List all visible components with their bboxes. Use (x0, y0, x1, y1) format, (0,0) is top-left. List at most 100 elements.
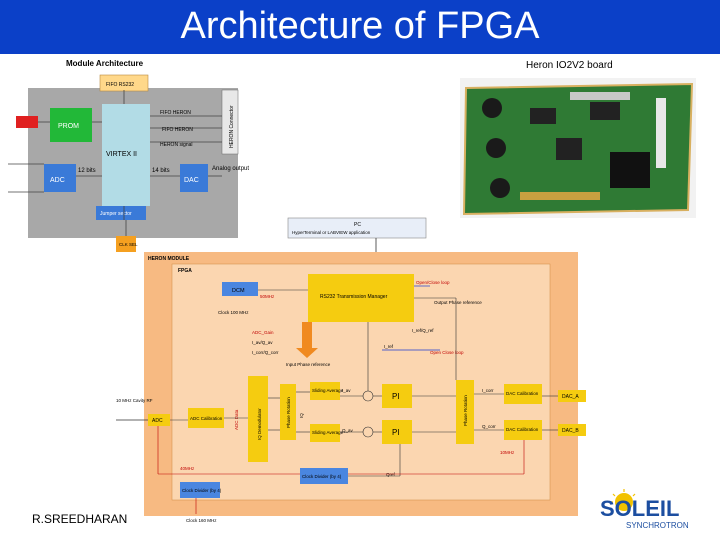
clock-divider2-block (180, 482, 220, 498)
clock-50-label: 50MHz (260, 294, 275, 299)
jumper-block (96, 206, 146, 220)
mhz-40-label: 40MHz (180, 466, 195, 471)
adc-label: ADC (50, 177, 65, 184)
dac-cal1-block (504, 384, 542, 404)
adc-block (44, 164, 76, 192)
title-bar (0, 0, 720, 54)
dac-cal1-label: DAC Calibration (506, 391, 539, 396)
prom-label: PROM (58, 123, 79, 130)
pc-title: PC (354, 222, 361, 228)
bits-12-label: 12 bits (78, 168, 96, 174)
dac-b-label: DAC_B (562, 428, 579, 434)
analog-output-label: Analog output (212, 166, 249, 172)
sum-node-2 (362, 426, 374, 438)
soleil-logo: SOLEIL SYNCHROTRON (600, 489, 689, 530)
open-close-loop-label: Open/Close loop (416, 280, 450, 285)
heron-signal-label: HERON signal (160, 142, 193, 148)
dac-a-box (558, 390, 586, 402)
slide-title: Architecture of FPGA (180, 5, 540, 47)
rs232-label: RS232 Transmission Manager (320, 294, 388, 300)
q-corr-label: Q_corr (482, 424, 496, 429)
rf-in-label: 10 MHz Cavity RF (116, 398, 153, 403)
iq-demod-label: IQ Demodulator (257, 408, 262, 440)
fifo-heron-label-2: FIFO HERON (162, 127, 193, 133)
phase-rot2-block (456, 380, 474, 444)
mhz-10-label: 10MHz (500, 450, 515, 455)
iq-demod-block (248, 376, 268, 462)
fpga-label: FPGA (178, 268, 192, 274)
sliding1-block (310, 382, 340, 400)
logo-subtitle: SYNCHROTRON (626, 521, 689, 530)
red-clock-lines (157, 426, 525, 514)
dac-a-label: DAC_A (562, 394, 579, 400)
output-phase-ref-label: Output Phase reference (434, 300, 482, 305)
clock-divider1-label: Clock Divider (by 4) (302, 474, 342, 479)
dac-cal2-block (504, 420, 542, 440)
adc-cal-block (188, 408, 224, 428)
pi1-label: PI (392, 392, 400, 401)
pi1-block (382, 384, 412, 408)
i-ref-label: I_ref (384, 344, 394, 349)
rs232-block (308, 274, 414, 322)
bits-14-label: 14 bits (152, 168, 170, 174)
virtex-label: VIRTEX II (106, 151, 137, 158)
open-close-loop-label-2: Open Close loop (430, 350, 464, 355)
clock-divider2-label: Clock Divider (by 4) (182, 488, 222, 493)
adc-data-label: ADC Data (234, 409, 239, 430)
sliding1-label: Sliding Average (312, 388, 344, 393)
clk-block (116, 236, 136, 252)
qref-label: Qref (386, 472, 396, 477)
arch-connectors (8, 90, 222, 236)
heron-module-label: HERON MODULE (148, 256, 190, 262)
fifo-top-label: FIFO RS232 (106, 82, 134, 88)
orange-arrow (296, 322, 318, 358)
module-arch-heading: Module Architecture (66, 59, 144, 68)
dac-cal2-label: DAC Calibration (506, 427, 539, 432)
dcm-label: DCM (232, 288, 245, 294)
q-av-label: Q_av (342, 428, 354, 433)
pi2-label: PI (392, 428, 400, 437)
board-caption: Heron IO2V2 board (526, 60, 613, 71)
phase-rot1-label: Phase Rotation (286, 397, 291, 428)
virtex-block (102, 104, 150, 206)
heron-connectors (170, 289, 558, 477)
i-corr-q-corr-label: I_corr/Q_corr (252, 350, 279, 355)
phase-rot1-block (280, 384, 296, 440)
clk-label: CLK SEL (119, 242, 138, 247)
dac-block (180, 164, 208, 192)
footer-author: R.SREEDHARAN (32, 512, 128, 526)
adc-gain-label: ADC_Gain (252, 330, 274, 335)
i-av-q-av-label: I_av/Q_av (252, 340, 273, 345)
pi2-block (382, 420, 412, 444)
fifo-heron-label-1: FIFO HERON (160, 110, 191, 116)
i-ref-q-ref-label: I_ref/Q_ref (412, 328, 434, 333)
i-av-label: I_av (342, 388, 351, 393)
adc-cal-label: ADC Calibration (190, 416, 223, 421)
iq-label: IQ (299, 413, 304, 418)
logo-wordmark: SOLEIL (600, 496, 679, 521)
heron-connector-label: HERON Connector (229, 105, 235, 148)
clock-100-label: Clock 100 MHz (218, 310, 249, 315)
dac-label: DAC (184, 177, 199, 184)
dac-b-box (558, 424, 586, 436)
sum-node-1 (362, 390, 374, 402)
dcm-block (222, 282, 258, 296)
heron-board-photo (460, 78, 696, 218)
pc-subtitle: HyperTerminal or LABVIEW application (292, 230, 371, 235)
red-input-block (16, 116, 38, 128)
blue-loop-lines (382, 285, 440, 351)
sliding2-block (310, 424, 340, 442)
clock-160-label: Clock 160 MHz (186, 518, 217, 523)
sliding2-label: Sliding Average (312, 430, 344, 435)
adc-box (148, 414, 170, 426)
i-corr-label: I_corr (482, 388, 494, 393)
input-phase-ref-label: Input Phase reference (286, 362, 331, 367)
pc-box (287, 217, 427, 239)
heron-connector-block (221, 89, 239, 155)
jumper-label: Jumper sector (100, 211, 132, 217)
prom-block (50, 108, 92, 142)
phase-rot2-label: Phase Rotation (463, 395, 468, 426)
clock-divider1-block (300, 468, 348, 484)
